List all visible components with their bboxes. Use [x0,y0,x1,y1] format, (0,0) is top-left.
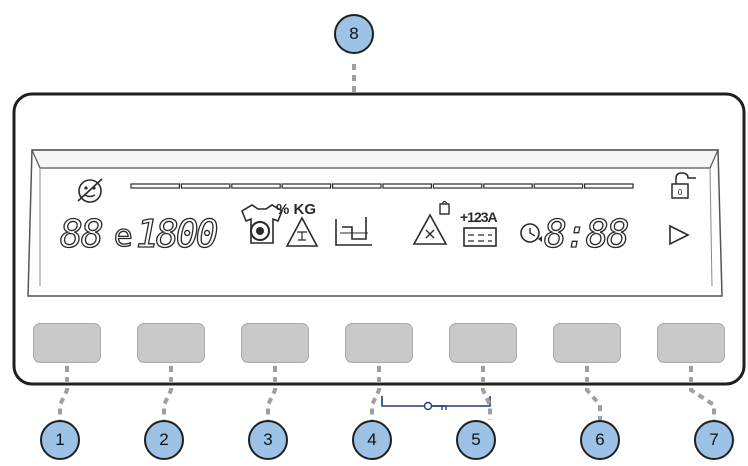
svg-text:0: 0 [677,188,682,197]
callout-4-label: 4 [367,430,377,449]
progress-segment [583,183,634,189]
callout-3-label: 3 [263,430,273,449]
weight-warning-icon [285,216,319,247]
callout-6: 6 [580,420,620,460]
program-progress-bar [130,183,634,189]
callout-7: 7 [694,420,734,460]
callout-6-label: 6 [595,430,605,449]
button-leader-lines [58,366,716,420]
callout-8: 8 [334,14,374,54]
delay-timer-icon [520,223,542,243]
time-digits: 8:88 [544,212,628,256]
leader-line-6 [585,366,602,420]
button-4[interactable] [345,323,413,363]
progress-segment [281,183,332,189]
callout-7-label: 7 [709,430,719,449]
callout-2: 2 [144,420,184,460]
leader-line-4 [370,366,381,420]
leader-line-2 [162,366,173,420]
button-6[interactable] [553,323,621,363]
percent-kg-label: % KG [276,201,316,218]
leader-line-1 [58,366,69,420]
no-spin-icon [412,200,450,245]
display-window [27,149,723,297]
progress-segment [483,183,533,189]
callout-1: 1 [40,420,80,460]
progress-segment [180,183,231,189]
progress-segment [432,183,483,189]
callout-5-label: 5 [471,430,481,449]
callout-4: 4 [352,420,392,460]
progress-segment [231,183,281,189]
callout-5: 5 [456,420,496,460]
progress-segment [130,183,181,189]
progress-segment [382,183,433,189]
temperature-digits: 88 [60,212,102,256]
button-2[interactable] [137,323,205,363]
button-7[interactable] [657,323,725,363]
start-play-icon [669,224,690,246]
callout-1-label: 1 [55,430,65,449]
door-lock-icon: 0 [671,172,696,199]
leader-line-7 [689,366,716,420]
spin-speed-digits: 1800 [136,212,218,256]
stain-shirt-icon [241,204,283,244]
button-5[interactable] [449,323,517,363]
leader-line-5 [481,366,492,420]
progress-segment [332,183,382,189]
extra-rinse-icon [463,227,497,247]
child-lock-key-icon [381,396,491,411]
eco-face-icon [77,178,103,203]
button-1[interactable] [33,323,101,363]
options-code-label: +123A [460,209,498,225]
callout-8-label: 8 [349,24,359,43]
callout-3: 3 [248,420,288,460]
callout-2-label: 2 [159,430,169,449]
rinse-icon [335,217,372,246]
display-window-bevel [31,149,719,169]
button-3[interactable] [241,323,309,363]
spin-prefix: e [114,219,132,254]
progress-segment [533,183,584,189]
display-window-inner-edge-right [709,167,713,287]
leader-line-3 [266,366,277,420]
